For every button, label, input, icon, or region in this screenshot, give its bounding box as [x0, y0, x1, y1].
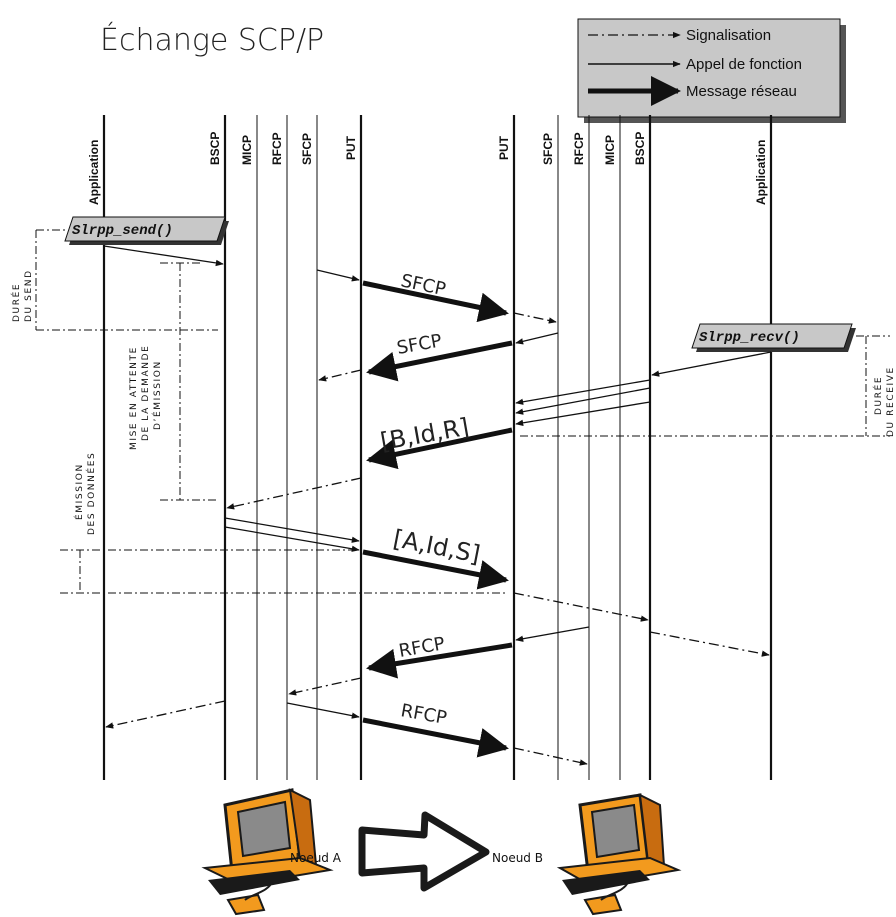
lane-labels: Application BSCP MICP RFCP SFCP PUT PUT …	[87, 132, 768, 205]
lane-label-micp-b: MICP	[603, 135, 617, 165]
signal-put-rfcp-b	[513, 747, 588, 766]
annotation-brackets	[35, 229, 890, 594]
mise-label-1: MISE EN ATTENTE	[129, 346, 139, 450]
emission-label-1: ÉMISSION	[73, 463, 85, 520]
lane-label-application-a: Application	[87, 140, 101, 205]
signal-put-bscp-b	[513, 592, 649, 622]
call-arrow-sfcp-put	[316, 269, 360, 282]
call-send-box	[64, 216, 226, 242]
lane-label-put-a: PUT	[344, 135, 358, 160]
call-arrow-bscp-a-2	[224, 526, 360, 552]
diagram-title: Échange SCP/P	[100, 22, 324, 58]
call-arrow-bscp-1	[515, 379, 651, 405]
net-rfcp-1	[366, 642, 513, 679]
lane-label-micp-a: MICP	[240, 135, 254, 165]
function-calls	[103, 245, 772, 719]
node-label-a: Noeud A	[290, 851, 342, 865]
duree-recv-label-1: DURÉE	[872, 376, 884, 415]
signal-put-sfcp-a	[318, 369, 362, 382]
mise-label-3: D’ÉMISSION	[151, 360, 163, 430]
msg-label-sfcp-1: SFCP	[399, 270, 448, 300]
lane-label-rfcp-a: RFCP	[270, 132, 284, 165]
annotation-labels: DURÉE DU SEND MISE EN ATTENTE DE LA DEMA…	[10, 269, 896, 535]
legend-message: Message réseau	[686, 83, 797, 100]
signal-put-sfcp	[513, 312, 557, 324]
net-sfcp-2	[366, 340, 513, 382]
lane-label-bscp-b: BSCP	[633, 132, 647, 165]
network-messages	[362, 280, 513, 758]
lane-label-sfcp-b: SFCP	[541, 133, 555, 165]
call-send-label: Slrpp_send()	[72, 223, 173, 239]
duree-send-label-2: DU SEND	[24, 269, 34, 322]
lane-label-put-b: PUT	[497, 135, 511, 160]
net-bidr	[366, 427, 513, 470]
lane-label-rfcp-b: RFCP	[572, 132, 586, 165]
legend-signalisation: Signalisation	[686, 27, 771, 44]
call-recv-box	[691, 323, 853, 349]
legend: Signalisation Appel de fonction Message …	[577, 18, 846, 123]
computer-icon-b	[556, 793, 682, 916]
signal-arrows	[105, 312, 770, 766]
call-arrow-rfcp-a	[286, 702, 360, 719]
signal-put-bscp-a	[226, 477, 362, 510]
emission-label-2: DES DONNÉES	[85, 452, 97, 535]
signal-bscp-application-b	[649, 631, 770, 657]
call-arrow-bscp-3	[515, 401, 651, 426]
mise-label-2: DE LA DEMANDE	[141, 345, 151, 441]
call-arrow-recv	[651, 351, 772, 377]
msg-label-sfcp-2: SFCP	[395, 330, 443, 359]
signal-bscp-application-a	[105, 700, 226, 729]
lane-label-sfcp-a: SFCP	[300, 133, 314, 165]
lane-label-bscp-a: BSCP	[208, 132, 222, 165]
network-link-arrow	[358, 811, 490, 892]
computer-icon-a	[201, 788, 334, 916]
call-arrow-bscp-a-1	[224, 517, 360, 543]
call-recv-label: Slrpp_recv()	[699, 330, 800, 346]
call-recv: Slrpp_recv()	[691, 323, 856, 352]
net-aids	[362, 549, 509, 590]
net-sfcp-1	[362, 280, 509, 323]
call-arrow-sfcp-b	[515, 332, 559, 345]
legend-box	[577, 18, 841, 118]
duree-recv-label-2: DU RECEIVE	[886, 366, 896, 437]
lane-label-application-b: Application	[754, 140, 768, 205]
net-rfcp-2	[362, 717, 509, 758]
call-arrow-send	[103, 245, 224, 267]
legend-appel: Appel de fonction	[686, 56, 802, 73]
node-label-b: Noeud B	[492, 851, 543, 865]
duree-send-label-1: DURÉE	[10, 283, 22, 322]
call-arrow-bscp-2	[515, 387, 651, 415]
signal-put-rfcp-a	[288, 677, 362, 696]
call-send: Slrpp_send()	[64, 216, 229, 245]
call-arrow-rfcp-b	[515, 626, 590, 642]
msg-label-rfcp-2: RFCP	[399, 700, 448, 729]
